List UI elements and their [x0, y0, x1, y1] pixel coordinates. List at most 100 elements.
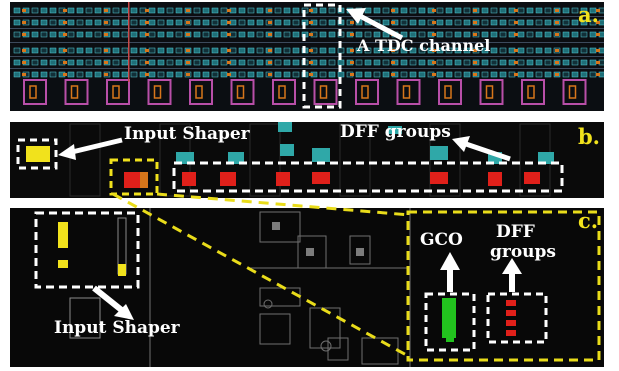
cell — [292, 19, 300, 26]
cell — [67, 71, 75, 78]
cell — [373, 47, 381, 54]
orange-cell — [63, 73, 67, 76]
orange-cell — [596, 61, 600, 64]
cell — [211, 19, 219, 26]
orange-cell — [309, 33, 313, 36]
cell — [175, 59, 183, 66]
cell — [319, 59, 327, 66]
orange-cell — [350, 49, 354, 52]
cell — [454, 7, 462, 14]
cell — [535, 59, 543, 66]
cell — [94, 7, 102, 14]
routing-line — [10, 16, 604, 17]
orange-cell — [596, 73, 600, 76]
panel-b-layout: Input Shaper DFF groups b. — [10, 122, 604, 198]
cell — [130, 71, 138, 78]
orange-cell — [514, 9, 518, 12]
cell — [40, 19, 48, 26]
orange-cell — [391, 9, 395, 12]
cell — [256, 7, 264, 14]
pink-cell-inner — [402, 85, 411, 99]
cell — [544, 59, 552, 66]
cell — [193, 71, 201, 78]
cell — [292, 7, 300, 14]
dff-red-cells — [182, 172, 540, 186]
cell — [409, 19, 417, 26]
cell — [463, 59, 471, 66]
orange-cell — [268, 9, 272, 12]
cell — [67, 31, 75, 38]
cell — [292, 59, 300, 66]
orange-cell — [596, 33, 600, 36]
cell — [121, 59, 129, 66]
cell — [157, 19, 165, 26]
cell — [67, 7, 75, 14]
cell — [571, 7, 579, 14]
cell — [373, 7, 381, 14]
cell — [148, 19, 156, 26]
cell — [481, 47, 489, 54]
orange-cell — [514, 49, 518, 52]
orange-cell — [350, 21, 354, 24]
cell — [535, 47, 543, 54]
cell — [328, 59, 336, 66]
cell — [238, 19, 246, 26]
input-shaper-orange-cell — [140, 172, 148, 188]
pink-cell — [521, 79, 545, 105]
orange-cell — [473, 73, 477, 76]
cell — [67, 47, 75, 54]
cell — [445, 7, 453, 14]
cell — [445, 31, 453, 38]
cell — [76, 59, 84, 66]
teal-cells — [176, 122, 554, 164]
cell — [580, 59, 588, 66]
tdc-channel-arrow — [358, 13, 404, 41]
cell — [31, 31, 39, 38]
cell — [373, 59, 381, 66]
pink-cell — [479, 79, 504, 105]
cell — [202, 47, 210, 54]
routing-line — [10, 68, 604, 69]
orange-cell — [104, 21, 108, 24]
pink-cell-inner — [444, 85, 452, 99]
cell — [571, 19, 579, 26]
gco-green-cell — [442, 298, 456, 338]
cell — [85, 7, 93, 14]
cell — [436, 47, 444, 54]
cell — [463, 31, 471, 38]
orange-cell — [22, 61, 26, 64]
cell — [400, 19, 408, 26]
cell — [202, 19, 210, 26]
cell — [166, 47, 174, 54]
cell — [238, 7, 246, 14]
cell — [40, 59, 48, 66]
orange-cell — [350, 61, 354, 64]
dff-label-line1: DFF — [496, 222, 535, 242]
input-shaper-yellow-small — [58, 260, 68, 268]
pink-cell — [313, 79, 338, 105]
routing-line — [10, 56, 604, 57]
cell — [490, 71, 498, 78]
cell — [355, 59, 363, 66]
cell — [481, 71, 489, 78]
orange-cell — [22, 9, 26, 12]
cell — [121, 71, 129, 78]
panel-a-letter: a. — [578, 2, 599, 27]
cell — [589, 31, 597, 38]
cell — [292, 31, 300, 38]
cell — [220, 31, 228, 38]
cell — [112, 19, 120, 26]
orange-cell — [432, 61, 436, 64]
orange-cell — [473, 9, 477, 12]
cell — [409, 71, 417, 78]
pink-cell — [272, 79, 296, 105]
orange-cell — [268, 49, 272, 52]
cell — [319, 31, 327, 38]
panel-b-letter: b. — [578, 124, 600, 149]
cell — [445, 71, 453, 78]
orange-cell — [63, 33, 67, 36]
grey-structures — [149, 208, 411, 367]
cell — [526, 19, 534, 26]
cell — [355, 31, 363, 38]
pink-cell-inner — [70, 85, 79, 99]
